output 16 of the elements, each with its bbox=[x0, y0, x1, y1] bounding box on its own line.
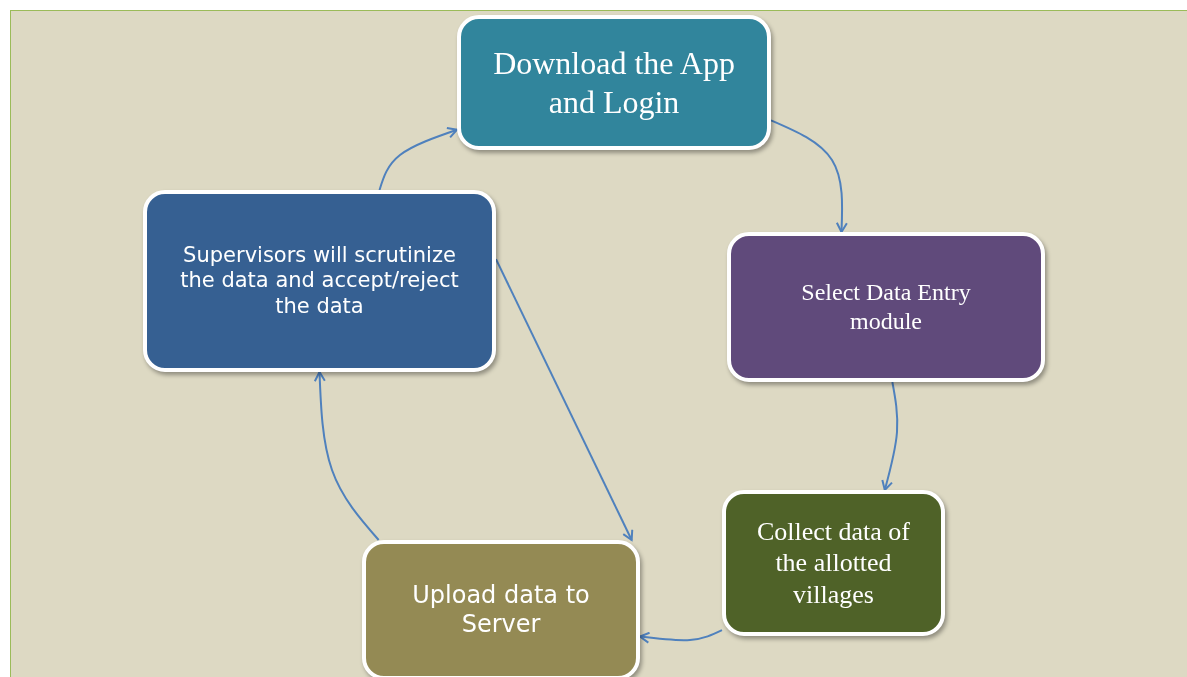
process-box bbox=[362, 540, 640, 677]
process-box bbox=[727, 232, 1045, 382]
arrow bbox=[881, 381, 899, 491]
arrow bbox=[378, 126, 458, 191]
box-label: Select Data Entry module bbox=[800, 278, 972, 336]
process-box bbox=[722, 490, 945, 636]
arrow bbox=[313, 371, 380, 541]
arrow bbox=[495, 258, 634, 541]
box-label: Supervisors will scrutinize the data and accept/reject the data bbox=[179, 243, 460, 319]
box-label: Collect data of the allotted villages bbox=[755, 516, 912, 610]
process-box bbox=[457, 15, 771, 150]
box-label: Download the App and Login bbox=[492, 44, 736, 121]
arrow bbox=[639, 629, 723, 644]
arrow bbox=[770, 119, 848, 233]
box-label: Upload data to Server bbox=[411, 581, 591, 639]
process-box bbox=[143, 190, 496, 372]
